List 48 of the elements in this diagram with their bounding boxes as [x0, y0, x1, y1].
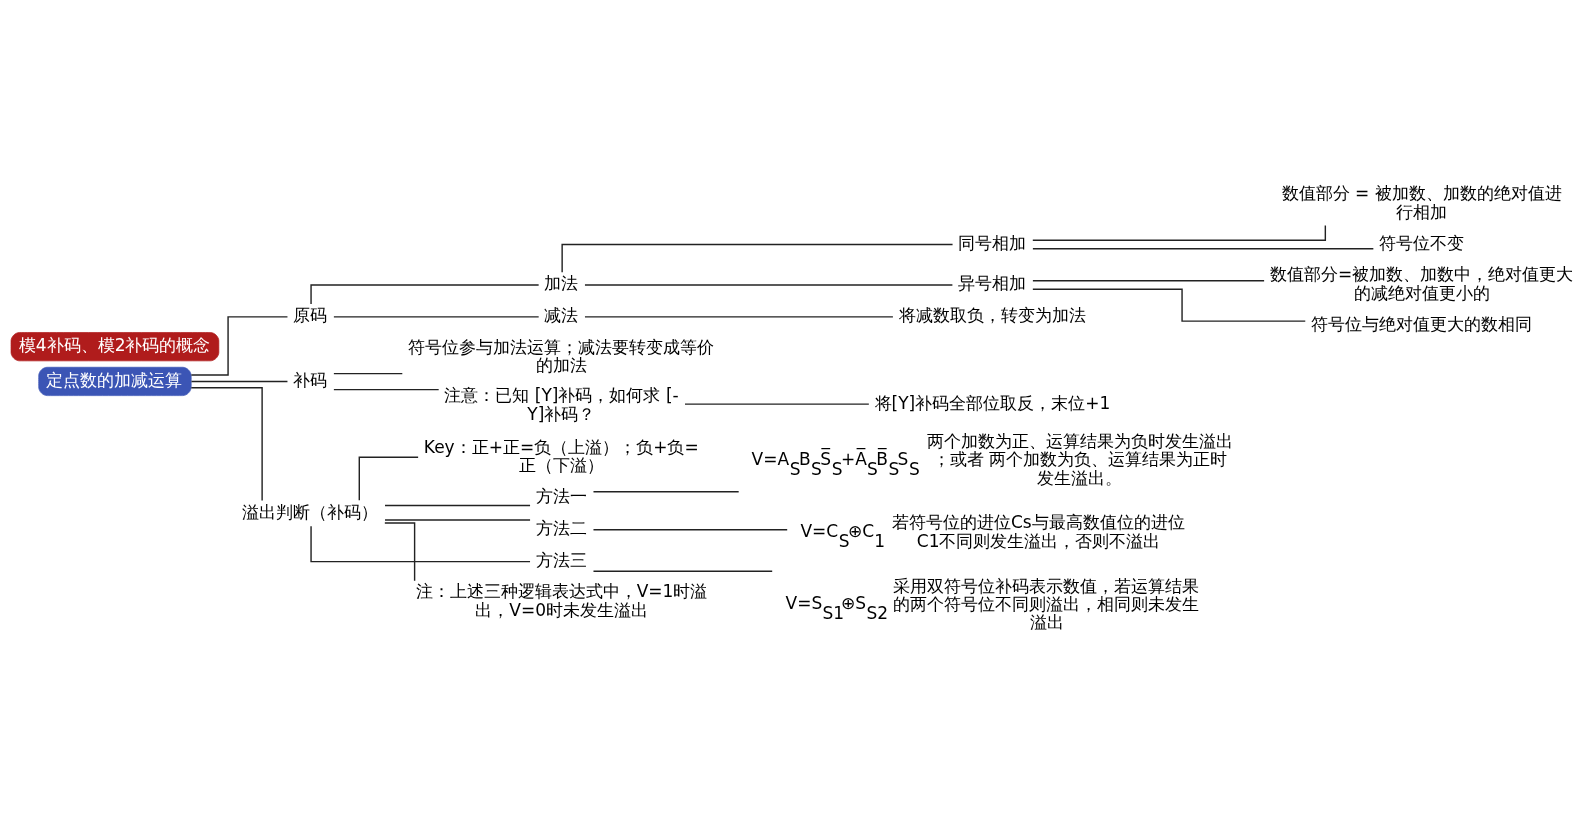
connector [310, 283, 540, 305]
node-text: 方法三 [535, 549, 587, 570]
node-text: 原码 [293, 304, 328, 325]
node-text: 数值部分=被加数、加数中，绝对值更大的减绝对值更小的 [1270, 263, 1574, 303]
connector [190, 380, 289, 382]
connector [592, 528, 788, 530]
node-text: 数值部分 = 被加数、加数的绝对值进行相加 [1281, 182, 1562, 222]
connector [333, 315, 540, 318]
node-text: 溢出判断（补码） [242, 501, 379, 522]
node-text: 方法一 [535, 485, 587, 506]
connector [584, 283, 954, 286]
connector [384, 518, 531, 521]
node-text: 符号位不变 [1379, 232, 1465, 253]
connector [190, 386, 263, 501]
node-text: 符号位参与加法运算；减法要转变成等价的加法 [408, 336, 715, 375]
connector [190, 315, 289, 376]
node-box: 定点数的加减运算 [38, 366, 192, 396]
connector [1032, 279, 1265, 281]
node-label: 两个加数为正、运算结果为负时发生溢出；或者 两个加数为负、运算结果为正时发生溢出。 [926, 430, 1233, 488]
connector [333, 388, 440, 390]
node-text: 同号相加 [958, 232, 1027, 253]
node-text: 将[Y]补码全部位取反，末位+1 [874, 392, 1111, 413]
connector [592, 569, 773, 572]
connector [561, 243, 954, 273]
connector [684, 402, 870, 405]
node-text: 将减数取负，转变为加法 [898, 304, 1086, 325]
connector [1032, 288, 1306, 322]
node-text: 加法 [544, 272, 579, 293]
node-text: 注：上述三种逻辑表达式中，V=1时溢出，V=0时未发生溢出 [415, 580, 708, 620]
node-text: 减法 [544, 304, 579, 325]
connector [592, 490, 740, 492]
connector [333, 372, 403, 374]
connector [384, 504, 531, 506]
connector [584, 315, 894, 318]
node-text: Key：正+正=负（上溢）；负+负=正（下溢） [423, 436, 699, 475]
node-label: 若符号位的进位Cs与最高数值位的进位C1不同则发生溢出，否则不溢出 [891, 511, 1185, 551]
node-box: 模4补码、模2补码的概念 [10, 331, 220, 361]
connector [384, 521, 416, 581]
node-text: 补码 [293, 369, 328, 390]
node-text: 注意：已知 [Y]补码，如何求 [-Y]补码？ [444, 384, 679, 424]
node-text: 方法二 [535, 517, 587, 538]
connector [310, 525, 531, 562]
connector [1032, 247, 1375, 249]
connector [358, 456, 419, 501]
node-text: 符号位与绝对值更大的数相同 [1311, 313, 1533, 334]
node-label: 采用双符号位补码表示数值，若运算结果的两个符号位不同则溢出，相同则未发生溢出 [893, 575, 1200, 632]
node-text: 异号相加 [958, 272, 1027, 293]
connector [1032, 224, 1327, 241]
